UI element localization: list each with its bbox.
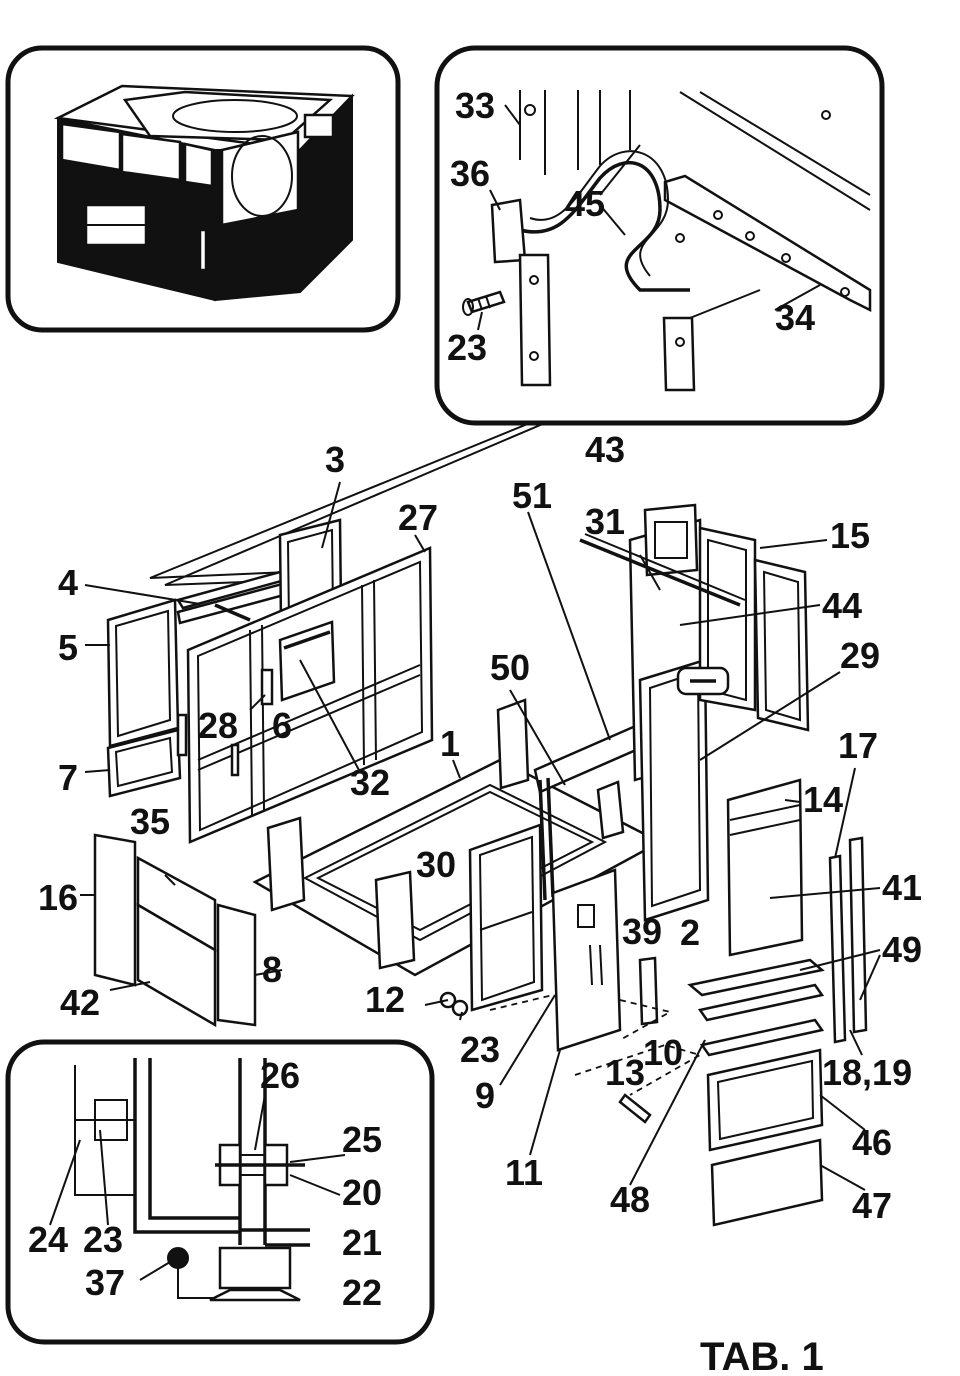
callout-5: 5 <box>58 627 78 668</box>
callout-23-main: 23 <box>460 1029 500 1070</box>
callout-25: 25 <box>342 1119 382 1160</box>
callout-41: 41 <box>882 867 922 908</box>
callout-10: 10 <box>643 1032 683 1073</box>
callout-34: 34 <box>775 297 815 338</box>
callout-17: 17 <box>838 725 878 766</box>
callout-48: 48 <box>610 1179 650 1220</box>
main-exploded-view <box>80 481 881 1227</box>
callout-4: 4 <box>58 562 78 603</box>
callout-18-19: 18,19 <box>822 1052 912 1093</box>
callout-36: 36 <box>450 153 490 194</box>
callout-37: 37 <box>85 1262 125 1303</box>
callout-29: 29 <box>840 635 880 676</box>
callout-35: 35 <box>130 801 170 842</box>
sheet-title: TAB. 1 <box>700 1335 824 1376</box>
callout-26: 26 <box>260 1055 300 1096</box>
callout-13: 13 <box>605 1052 645 1093</box>
callout-2: 2 <box>680 912 700 953</box>
callout-7: 7 <box>58 757 78 798</box>
callout-24: 24 <box>28 1219 68 1260</box>
callout-30: 30 <box>416 844 456 885</box>
callout-33: 33 <box>455 85 495 126</box>
callout-45: 45 <box>565 183 605 224</box>
callout-6: 6 <box>272 705 292 746</box>
callout-39: 39 <box>622 911 662 952</box>
callout-labels: 33 36 45 34 23 3 43 27 51 31 15 4 44 5 2… <box>28 85 922 1313</box>
callout-47: 47 <box>852 1185 892 1226</box>
callout-44: 44 <box>822 585 862 626</box>
callout-28: 28 <box>198 705 238 746</box>
callout-42: 42 <box>60 982 100 1023</box>
callout-23-detail: 23 <box>83 1219 123 1260</box>
callout-8: 8 <box>262 949 282 990</box>
callout-11: 11 <box>505 1152 543 1193</box>
callout-15: 15 <box>830 515 870 556</box>
callout-1: 1 <box>440 723 460 764</box>
callout-3: 3 <box>325 439 345 480</box>
callout-12: 12 <box>365 979 405 1020</box>
callout-46: 46 <box>852 1122 892 1163</box>
callout-27: 27 <box>398 497 438 538</box>
callout-50: 50 <box>490 647 530 688</box>
callout-16: 16 <box>38 877 78 918</box>
callout-23-inset: 23 <box>447 327 487 368</box>
inset-bolted-joint-detail <box>5 1039 435 1345</box>
callout-22: 22 <box>342 1272 382 1313</box>
callout-32: 32 <box>350 762 390 803</box>
callout-20: 20 <box>342 1172 382 1213</box>
callout-51: 51 <box>512 475 552 516</box>
inset-assembled-cabinet <box>5 45 401 333</box>
callout-21: 21 <box>342 1222 382 1263</box>
callout-14: 14 <box>803 779 843 820</box>
inset-corner-detail <box>149 45 885 586</box>
callout-49: 49 <box>882 929 922 970</box>
callout-43: 43 <box>585 429 625 470</box>
callout-31: 31 <box>585 501 625 542</box>
callout-9: 9 <box>475 1075 495 1116</box>
